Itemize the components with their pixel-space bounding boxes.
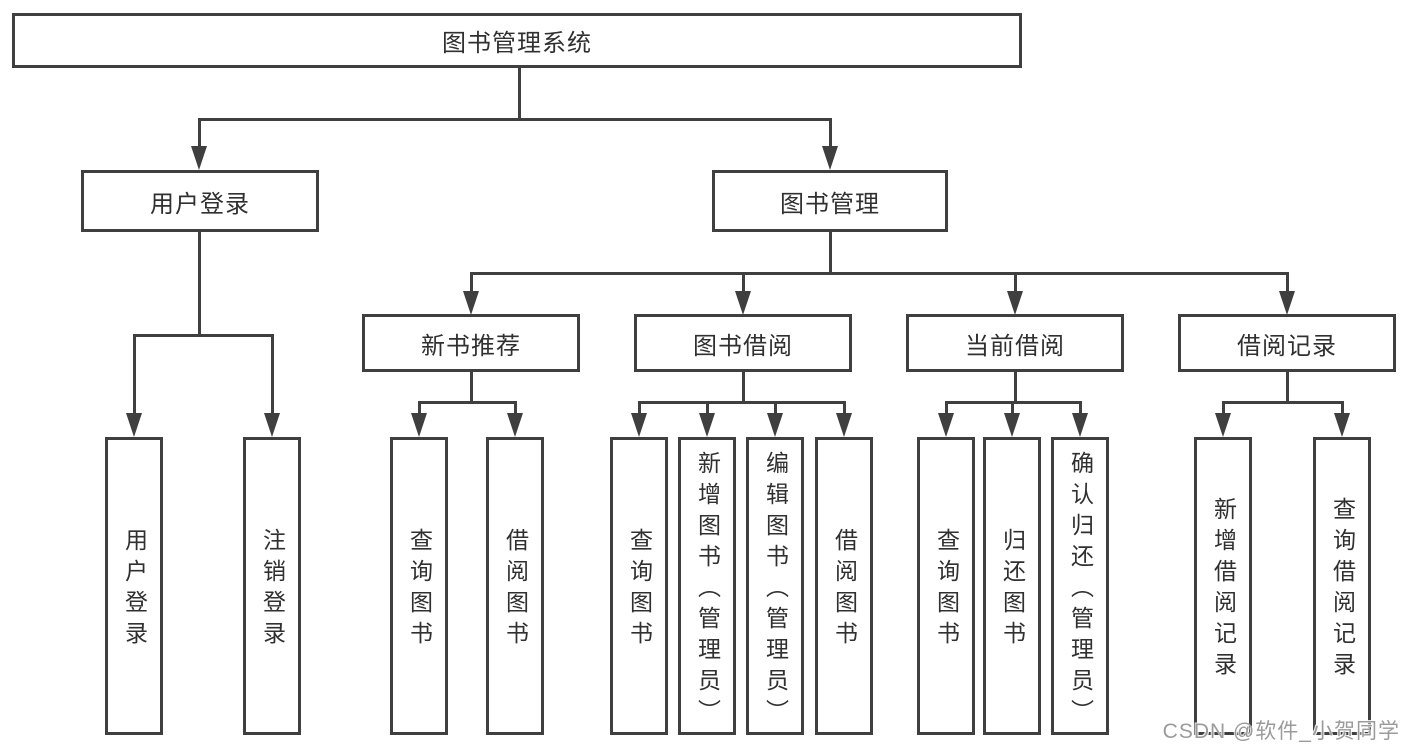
leaf-label: 归还图书 [999, 528, 1026, 652]
leaf-query-books-recommend: 查询图书 [390, 437, 448, 735]
node-new-book-recommendation: 新书推荐 [362, 314, 580, 372]
node-book-borrowing: 图书借阅 [634, 314, 852, 372]
node-current-borrowing: 当前借阅 [906, 314, 1124, 372]
connector-line [774, 401, 777, 415]
connector-line [638, 401, 846, 404]
node-borrowing-records: 借阅记录 [1178, 314, 1396, 372]
arrow-down-icon [699, 413, 715, 437]
connector-line [133, 334, 136, 416]
connector-line [198, 232, 201, 337]
leaf-query-borrow-record: 查询借阅记录 [1313, 437, 1371, 735]
connector-line [1286, 372, 1289, 404]
connector-line [638, 401, 641, 415]
leaf-borrow-books-recommend: 借阅图书 [486, 437, 544, 735]
arrow-down-icon [1215, 413, 1231, 437]
leaf-query-books-borrow: 查询图书 [610, 437, 668, 735]
leaf-logout: 注销登录 [243, 437, 301, 735]
connector-line [133, 334, 274, 337]
leaf-label: 编辑图书（管理员） [762, 450, 789, 730]
leaf-add-borrow-record: 新增借阅记录 [1194, 437, 1252, 735]
leaf-label: 查询图书 [626, 528, 653, 652]
arrow-down-icon [507, 413, 523, 437]
connector-line [470, 272, 473, 294]
leaf-edit-books-admin: 编辑图书（管理员） [746, 437, 804, 735]
connector-line [1341, 401, 1344, 415]
leaf-label: 确认归还（管理员） [1067, 450, 1094, 730]
connector-line [1014, 372, 1017, 404]
arrow-down-icon [191, 146, 207, 170]
node-library-management-system: 图书管理系统 [12, 13, 1022, 68]
arrow-down-icon [126, 413, 142, 437]
connector-line [742, 272, 745, 294]
leaf-label: 查询图书 [933, 528, 960, 652]
connector-line [1222, 401, 1344, 404]
leaf-user-login: 用户登录 [105, 437, 163, 735]
connector-line [418, 401, 517, 404]
leaf-label: 查询借阅记录 [1329, 497, 1356, 683]
connector-line [198, 118, 201, 150]
connector-line [843, 401, 846, 415]
connector-line [1222, 401, 1225, 415]
connector-line [470, 372, 473, 404]
arrow-down-icon [411, 413, 427, 437]
connector-line [945, 401, 948, 415]
leaf-query-books-current: 查询图书 [917, 437, 975, 735]
arrow-down-icon [1072, 413, 1088, 437]
connector-line [829, 118, 832, 150]
leaf-label: 注销登录 [259, 528, 286, 652]
connector-line [829, 232, 832, 275]
leaf-borrow-books: 借阅图书 [815, 437, 873, 735]
connector-line [271, 334, 274, 416]
arrow-down-icon [631, 413, 647, 437]
connector-line [1286, 272, 1289, 294]
leaf-label: 新增借阅记录 [1210, 497, 1237, 683]
leaf-label: 借阅图书 [831, 528, 858, 652]
connector-line [470, 272, 1288, 275]
arrow-down-icon [1279, 291, 1295, 315]
arrow-down-icon [1007, 291, 1023, 315]
arrow-down-icon [938, 413, 954, 437]
connector-line [1011, 401, 1014, 415]
connector-line [514, 401, 517, 415]
connector-line [742, 372, 745, 404]
connector-line [198, 118, 832, 121]
connector-line [518, 68, 521, 120]
connector-line [1014, 272, 1017, 294]
connector-line [706, 401, 709, 415]
leaf-add-books-admin: 新增图书（管理员） [678, 437, 736, 735]
csdn-watermark: CSDN @软件_小贺同学 [1162, 720, 1400, 743]
arrow-down-icon [822, 146, 838, 170]
leaf-label: 用户登录 [121, 528, 148, 652]
arrow-down-icon [264, 413, 280, 437]
leaf-label: 借阅图书 [502, 528, 529, 652]
node-user-login: 用户登录 [81, 170, 319, 232]
arrow-down-icon [767, 413, 783, 437]
arrow-down-icon [1004, 413, 1020, 437]
arrow-down-icon [463, 291, 479, 315]
leaf-label: 查询图书 [406, 528, 433, 652]
leaf-return-books: 归还图书 [983, 437, 1041, 735]
leaf-confirm-return-admin: 确认归还（管理员） [1051, 437, 1109, 735]
arrow-down-icon [836, 413, 852, 437]
arrow-down-icon [1334, 413, 1350, 437]
arrow-down-icon [735, 291, 751, 315]
node-book-management: 图书管理 [712, 170, 948, 232]
leaf-label: 新增图书（管理员） [694, 450, 721, 730]
connector-line [418, 401, 421, 415]
connector-line [1079, 401, 1082, 415]
